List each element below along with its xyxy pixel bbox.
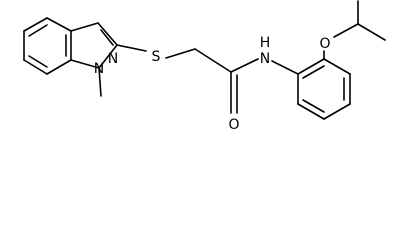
amide-c-n-bond — [230, 58, 259, 73]
n-imidazole-label: N — [108, 51, 118, 67]
s-ch2-bond — [165, 48, 196, 59]
o-ch-bond — [333, 23, 359, 38]
nh-nitrogen-label: N — [260, 51, 270, 67]
n-methyl-label: N — [94, 61, 104, 77]
phenyl-ring — [297, 58, 351, 120]
ch2-carbonyl-bond — [194, 48, 232, 73]
nh-hydrogen-label: H — [260, 35, 271, 51]
n-aryl-bond — [271, 60, 299, 75]
carbonyl-oxygen-label: O — [228, 117, 239, 133]
benzimidazole-benzene-ring — [23, 17, 72, 75]
c-s-bond — [116, 44, 147, 52]
sulfur-label: S — [152, 49, 161, 65]
molecule-structure: N N S H N O O — [23, 0, 386, 133]
n-methyl-bond — [98, 67, 102, 97]
ch-me1-bond — [357, 23, 386, 41]
ether-oxygen-label: O — [319, 36, 330, 52]
benzimidazole-imidazole-ring — [70, 22, 118, 69]
